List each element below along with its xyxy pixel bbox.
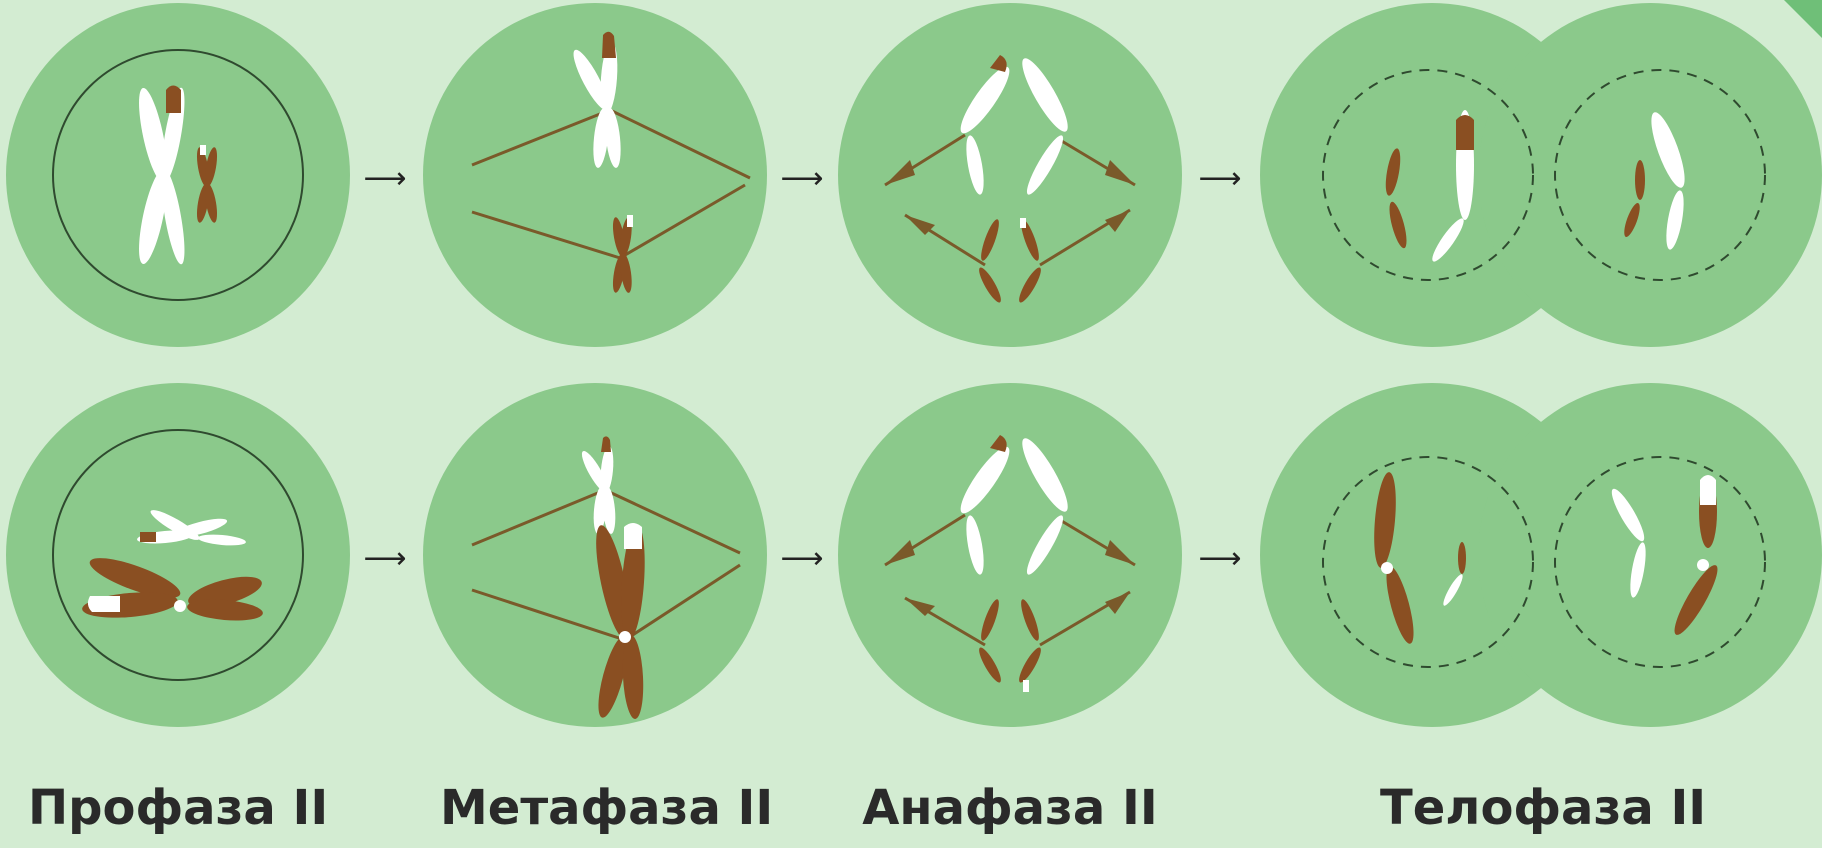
arrow-icon: ⟶ (363, 161, 406, 196)
arrow-icon: ⟶ (780, 541, 823, 576)
anaphase-cell-top (838, 3, 1182, 347)
arrow-icon: ⟶ (1198, 161, 1241, 196)
telophase-cells-bottom (1260, 383, 1822, 727)
stage-label-prophase: Профаза II (28, 778, 328, 838)
arrow-icon: ⟶ (363, 541, 406, 576)
stage-label-metaphase: Метафаза II (440, 778, 760, 838)
metaphase-cell-top (423, 3, 767, 347)
corner-accent (1784, 0, 1822, 38)
anaphase-cell-bottom (838, 383, 1182, 727)
stage-label-telophase: Телофаза II (1380, 778, 1700, 838)
arrow-icon: ⟶ (1198, 541, 1241, 576)
arrow-icon: ⟶ (780, 161, 823, 196)
telophase-cells-top (1260, 3, 1822, 347)
prophase-cell-top (6, 3, 350, 347)
prophase-cell-bottom (6, 383, 350, 727)
stage-label-anaphase: Анафаза II (860, 778, 1160, 838)
metaphase-cell-bottom (423, 383, 767, 727)
